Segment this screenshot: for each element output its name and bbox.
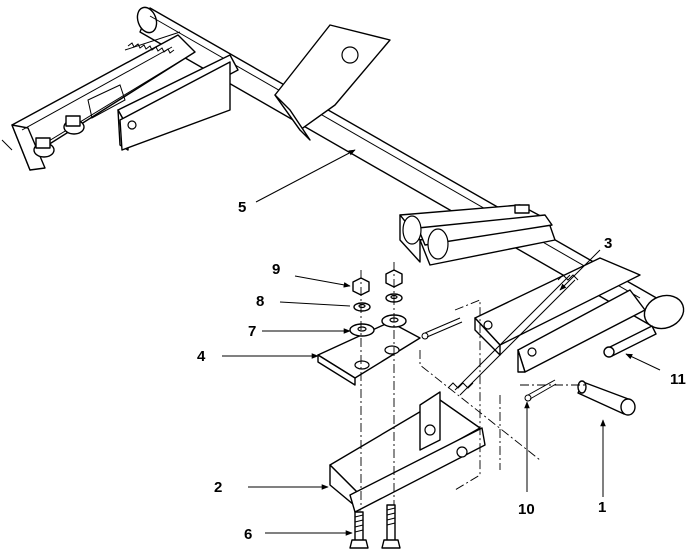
bottom-bolts-part-6 — [349, 504, 401, 549]
right-mount-plates — [474, 257, 646, 373]
cotter-pin-upper — [421, 317, 463, 340]
channel-bracket-part-2 — [329, 391, 486, 513]
spring-part-3 — [447, 274, 579, 396]
callout-4: 4 — [197, 348, 206, 365]
right-clevis-brackets — [399, 204, 556, 266]
cotter-pin-part-10 — [524, 379, 557, 402]
center-lug — [274, 24, 391, 141]
callout-9: 9 — [272, 261, 280, 278]
hardware-stack — [349, 269, 407, 337]
callout-3: 3 — [604, 235, 612, 252]
callout-11: 11 — [670, 371, 686, 388]
callout-10: 10 — [518, 501, 535, 518]
clevis-pin-part-1 — [577, 380, 636, 416]
callout-6: 6 — [244, 526, 252, 543]
callout-2: 2 — [214, 479, 222, 496]
alignment-lines — [360, 262, 585, 505]
plate-part-4 — [317, 321, 421, 386]
left-bracket-assembly — [1, 31, 239, 171]
callout-8: 8 — [256, 293, 264, 310]
leader-lines — [222, 149, 661, 536]
pin-part-11 — [603, 325, 657, 358]
callout-5: 5 — [238, 199, 246, 216]
callout-7: 7 — [248, 323, 256, 340]
callout-1: 1 — [598, 499, 606, 516]
callout-labels: 5 3 9 8 7 4 11 2 10 1 6 — [197, 199, 686, 543]
cross-tube-part-5 — [136, 6, 685, 330]
